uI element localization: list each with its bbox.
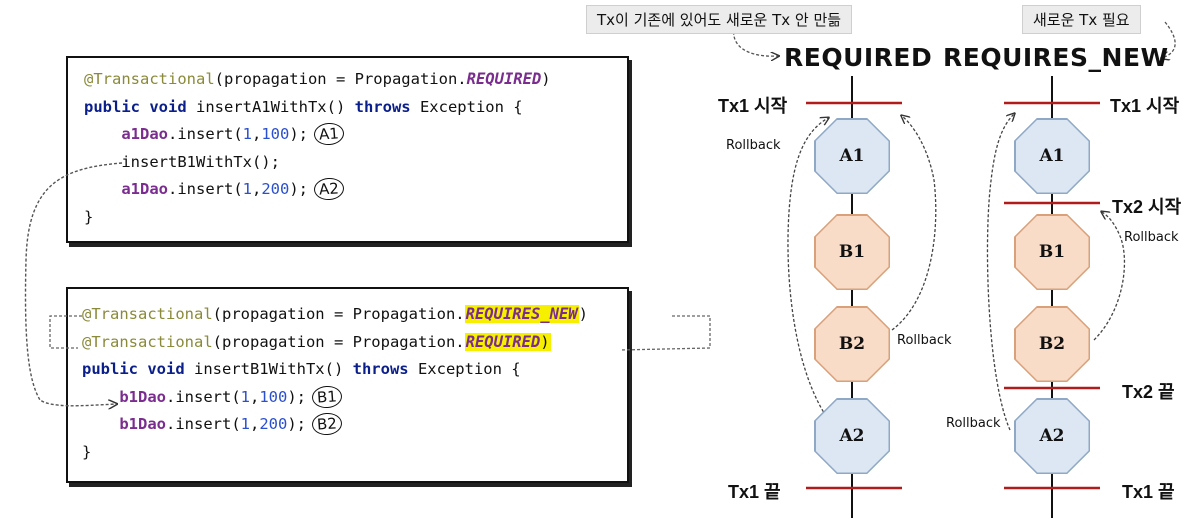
callout-requires-new-note: 새로운 Tx 필요 <box>1022 5 1141 34</box>
annotation-bracket-left <box>49 315 82 349</box>
requires-new-node-a1: A1 <box>1014 118 1090 194</box>
requires-new-rollback-tx1-arrow <box>986 114 1014 431</box>
requires-new-rollback-tx2-label: Rollback <box>1124 230 1179 245</box>
required-node-a2: A2 <box>814 398 890 474</box>
code-line-insert-a1: a1Dao.insert(1,100);A1 <box>84 121 627 149</box>
code-line-insert-b1: b1Dao.insert(1,100);B1 <box>82 384 627 412</box>
title-requires-new: REQUIRES_NEW <box>943 43 1169 72</box>
code-line-annotation-required: @Transactional(propagation = Propagation… <box>82 332 551 351</box>
required-tx1-start-label: Tx1 시작 <box>718 96 788 116</box>
code-block-insertA1WithTx: @Transactional(propagation = Propagation… <box>66 56 629 243</box>
requires-new-tx2-start-label: Tx2 시작 <box>1112 197 1182 217</box>
code-line-insert-b2: b1Dao.insert(1,200);B2 <box>82 411 627 439</box>
code-line-close: } <box>84 207 94 226</box>
code-line-close: } <box>82 442 92 461</box>
required-rollback-left-label: Rollback <box>726 138 781 153</box>
title-required: REQUIRED <box>784 43 933 72</box>
code-line-insert-a2: a1Dao.insert(1,200);A2 <box>84 176 627 204</box>
required-rollback-right-arrow <box>891 116 937 331</box>
requires-new-tx1-end-label: Tx1 끝 <box>1122 482 1175 502</box>
annotation-bracket-requires-new <box>619 315 711 351</box>
required-node-a1: A1 <box>814 118 890 194</box>
requires-new-rollback-tx1-label: Rollback <box>946 416 1001 431</box>
required-node-b1: B1 <box>814 214 890 290</box>
code-line-call-b1: insertB1WithTx(); <box>121 152 280 171</box>
requires-new-node-a2: A2 <box>1014 398 1090 474</box>
requires-new-tx2-end-label: Tx2 끝 <box>1122 382 1175 402</box>
code-line-signature: public void insertA1WithTx() throws Exce… <box>84 97 523 116</box>
required-node-b2: B2 <box>814 306 890 382</box>
required-tx1-end-label: Tx1 끝 <box>728 482 781 502</box>
callout-leader-requires-new <box>1162 21 1176 58</box>
code-line-annotation: @Transactional(propagation = Propagation… <box>84 70 551 88</box>
requires-new-rollback-tx2-arrow <box>1093 212 1126 341</box>
code-line-signature: public void insertB1WithTx() throws Exce… <box>82 360 521 378</box>
required-rollback-right-label: Rollback <box>897 333 952 348</box>
call-connector-arrow <box>24 162 123 406</box>
code-block-insertB1WithTx: @Transactional(propagation = Propagation… <box>66 287 629 483</box>
requires-new-node-b1: B1 <box>1014 214 1090 290</box>
required-rollback-left-arrow <box>787 118 828 417</box>
code-line-annotation-requires-new: @Transactional(propagation = Propagation… <box>82 305 588 323</box>
callout-required-note: Tx이 기존에 있어도 새로운 Tx 안 만듦 <box>586 5 853 34</box>
requires-new-tx1-start-label: Tx1 시작 <box>1110 96 1180 116</box>
requires-new-node-b2: B2 <box>1014 306 1090 382</box>
